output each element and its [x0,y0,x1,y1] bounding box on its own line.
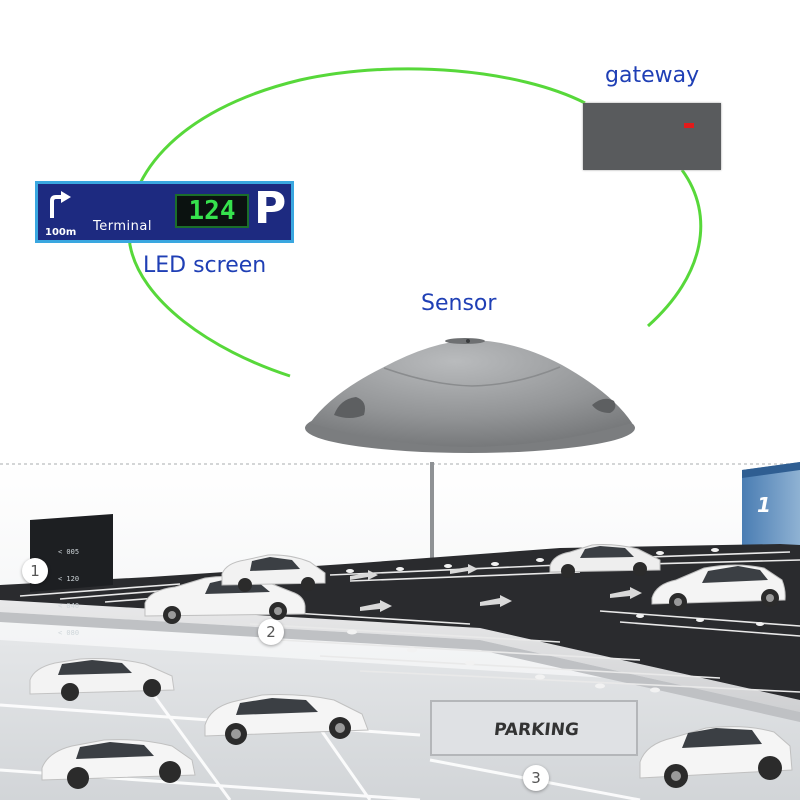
gateway-status-indicator [684,123,694,128]
level-number: 1 [757,493,771,517]
led-available-count: 124 [175,194,249,228]
badge-number: 2 [258,619,284,645]
parking-sensor-device [305,338,635,453]
car [204,694,369,745]
info-board-text: < 005 < 120 < 040 < 080 [58,530,79,656]
info-board-row: < 080 [58,629,80,637]
led-distance: 100m [45,227,77,238]
ring-arc-right [646,169,703,328]
sensor-label: Sensor [421,291,497,316]
ground-sensor-dots [293,548,764,693]
car [651,564,786,611]
parking-sign: PARKING [430,700,638,756]
pole [430,462,434,572]
turn-right-arrow-icon [50,191,71,218]
led-destination: Terminal [93,219,152,234]
lane-arrow-icon [350,564,642,612]
connection-ring [127,67,703,378]
sensor-panel [292,323,647,458]
info-board [30,514,113,592]
info-board-row: < 120 [58,575,80,583]
car [29,658,175,701]
car [639,726,793,788]
car [221,554,326,592]
led-screen-sign: 100m Terminal 124 P [35,181,294,243]
car [549,544,661,578]
building [742,462,800,560]
car [144,575,306,624]
info-board-row: < 040 [58,602,80,610]
gateway-device [583,103,721,170]
deck-slab-edge [0,600,800,712]
gateway-label: gateway [605,63,700,88]
parking-p-symbol: P [254,183,287,234]
badge-number: 1 [22,558,48,584]
led-screen-label: LED screen [143,253,267,278]
parking-sign-text: PARKING [492,720,580,740]
ring-arc-left [127,67,586,378]
info-board-row: < 005 [58,548,80,556]
badge-number: 3 [523,765,549,791]
car [41,739,196,789]
